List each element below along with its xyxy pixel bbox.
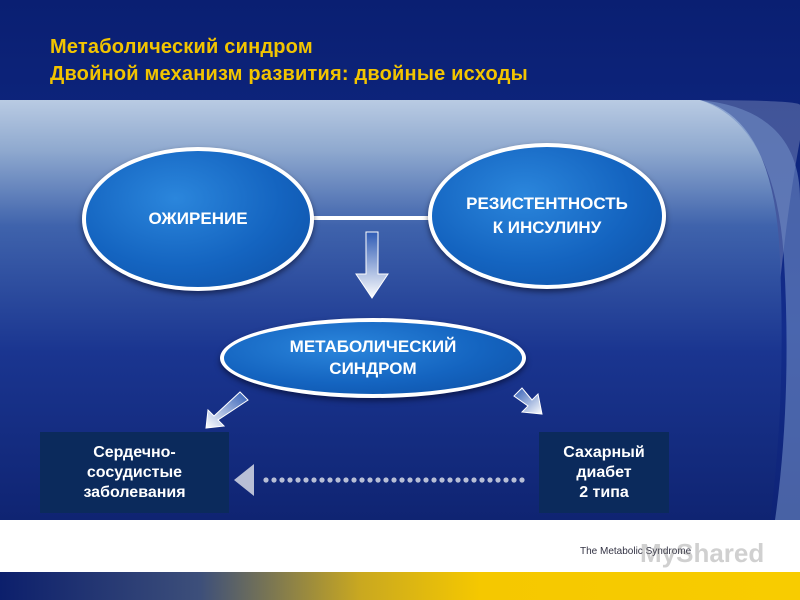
node-resistance-line-1: РЕЗИСТЕНТНОСТЬ xyxy=(466,194,628,213)
outcome-cardio-line-2: сосудистые xyxy=(86,463,183,481)
node-metabolic-line-2: СИНДРОМ xyxy=(329,359,417,378)
node-resistance-line-2: К ИНСУЛИНУ xyxy=(492,218,602,237)
logo-text: The Metabolic Syndrome xyxy=(580,546,692,557)
title-line-2: Двойной механизм развития: двойные исход… xyxy=(50,63,528,85)
bottom-stripe xyxy=(0,572,800,600)
down-arrow-icon xyxy=(355,231,389,299)
title-line-1: Метаболический синдром xyxy=(50,36,313,58)
outcome-diabetes-line-1: Сахарный xyxy=(563,443,645,461)
watermark: MyShared xyxy=(640,538,765,568)
outcome-diabetes-line-2: диабет xyxy=(576,463,632,481)
outcome-cardiovascular: Сердечно- сосудистые заболевания xyxy=(40,432,229,513)
arrow-left-down-icon xyxy=(205,391,249,429)
node-metabolic-syndrome: МЕТАБОЛИЧЕСКИЙ СИНДРОМ xyxy=(220,318,526,398)
outcome-cardio-line-3: заболевания xyxy=(83,483,186,501)
outcome-diabetes: Сахарный диабет 2 типа xyxy=(539,432,669,513)
outcome-cardio-line-1: Сердечно- xyxy=(93,443,176,461)
footer-band xyxy=(0,520,800,572)
slide-title: Метаболический синдром Двойной механизм … xyxy=(50,34,528,88)
dotted-arrow-icon xyxy=(234,464,525,496)
node-insulin-resistance: РЕЗИСТЕНТНОСТЬ К ИНСУЛИНУ xyxy=(428,143,666,289)
node-obesity-label: ОЖИРЕНИЕ xyxy=(148,209,248,228)
arrow-right-down-icon xyxy=(513,387,543,415)
panel-curve xyxy=(700,100,800,520)
node-obesity: ОЖИРЕНИЕ xyxy=(82,147,314,291)
node-metabolic-line-1: МЕТАБОЛИЧЕСКИЙ xyxy=(289,337,457,356)
logo: The Metabolic Syndrome xyxy=(580,538,770,572)
outcome-diabetes-line-3: 2 типа xyxy=(579,483,629,501)
